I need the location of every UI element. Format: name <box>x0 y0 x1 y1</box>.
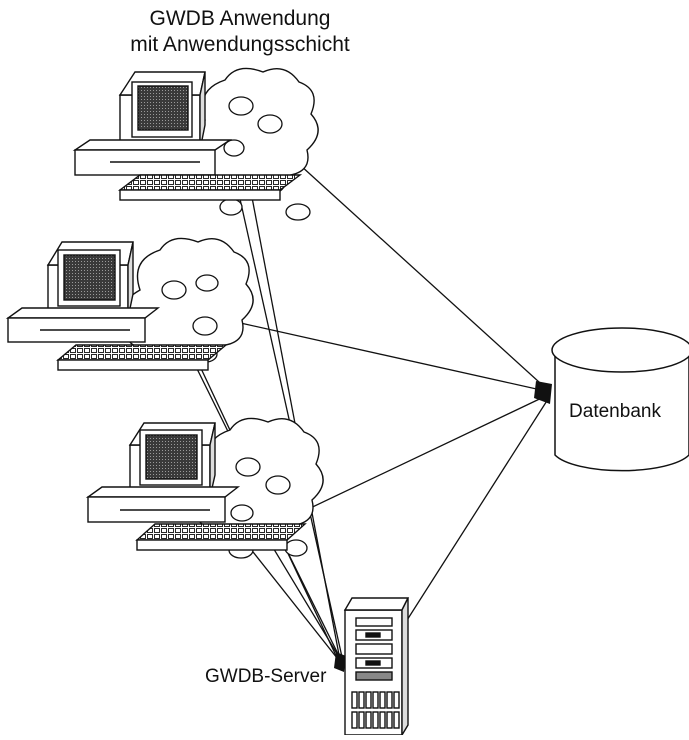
tower-server-icon <box>343 597 410 738</box>
connection-client1-server-b <box>242 149 341 661</box>
connection-client1-database <box>299 164 551 393</box>
component-node <box>228 96 254 116</box>
component-node <box>257 114 283 134</box>
database-cylinder-icon <box>551 327 689 472</box>
database-label: Datenbank <box>569 401 661 422</box>
diagram-title-line2: mit Anwendungsschicht <box>130 33 350 56</box>
component-node <box>284 539 308 557</box>
component-node <box>265 475 291 495</box>
arrowheads <box>334 381 552 672</box>
component-node <box>195 274 219 292</box>
component-node <box>230 504 254 522</box>
desktop-computer-icon <box>85 422 307 551</box>
component-node <box>235 457 261 477</box>
arrowhead-database <box>534 381 552 404</box>
component-node <box>161 280 187 300</box>
server-label: GWDB-Server <box>205 666 327 687</box>
desktop-computer-icon <box>5 241 228 371</box>
component-node <box>223 139 245 157</box>
connection-client3-database <box>301 393 551 513</box>
connections <box>163 144 551 664</box>
arrowhead-server <box>334 652 346 672</box>
connection-client3-server-b <box>237 532 342 664</box>
diagram-title-line1: GWDB Anwendung <box>149 7 331 30</box>
connection-client2-database <box>235 321 551 393</box>
connection-server-database <box>401 395 551 629</box>
component-node <box>192 316 218 336</box>
desktop-computer-icon <box>72 71 303 201</box>
component-node <box>285 203 311 221</box>
cloud-icon <box>122 237 254 361</box>
component-node <box>219 198 243 216</box>
